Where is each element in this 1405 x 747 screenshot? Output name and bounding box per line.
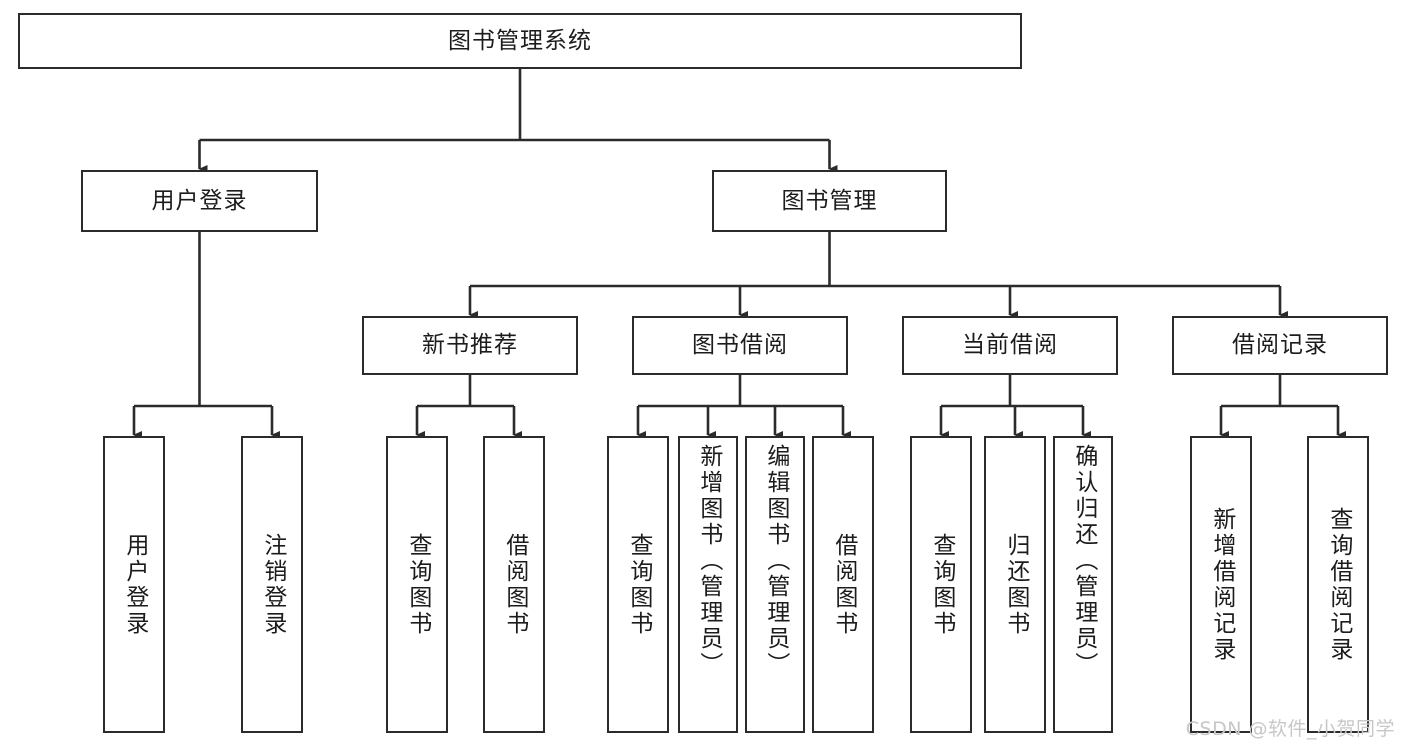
node-label: 新增图书（管理员） — [695, 444, 722, 678]
node-label: 查询图书 — [928, 532, 955, 637]
node-label: 新书推荐 — [422, 332, 518, 358]
node-leaf-borrow-book[interactable]: 借阅图书 — [812, 436, 874, 733]
node-leaf-edit-book[interactable]: 编辑图书（管理员） — [745, 436, 805, 733]
node-label: 注销登录 — [259, 532, 286, 637]
node-leaf-confirm-return[interactable]: 确认归还（管理员） — [1053, 436, 1113, 733]
node-book-manage[interactable]: 图书管理 — [712, 170, 947, 232]
node-label: 当前借阅 — [962, 332, 1058, 358]
node-root[interactable]: 图书管理系统 — [18, 13, 1022, 69]
node-leaf-logout[interactable]: 注销登录 — [241, 436, 303, 733]
node-book-borrow[interactable]: 图书借阅 — [632, 316, 848, 375]
node-label: 借阅记录 — [1232, 332, 1328, 358]
node-leaf-add-record[interactable]: 新增借阅记录 — [1190, 436, 1252, 733]
node-label: 新增借阅记录 — [1208, 506, 1235, 663]
node-leaf-user-login[interactable]: 用户登录 — [103, 436, 165, 733]
node-label: 用户登录 — [121, 532, 148, 637]
node-label: 查询借阅记录 — [1325, 506, 1352, 663]
node-new-book-rec[interactable]: 新书推荐 — [362, 316, 578, 375]
csdn-watermark: CSDN @软件_小贺同学 — [1185, 718, 1395, 740]
node-leaf-return-book[interactable]: 归还图书 — [984, 436, 1046, 733]
node-label: 确认归还（管理员） — [1070, 444, 1097, 678]
node-leaf-query-book-rec[interactable]: 查询图书 — [386, 436, 448, 733]
node-current-borrow[interactable]: 当前借阅 — [902, 316, 1118, 375]
node-label: 用户登录 — [151, 187, 248, 214]
node-leaf-borrow-book-rec[interactable]: 借阅图书 — [483, 436, 545, 733]
node-label: 查询图书 — [404, 532, 431, 637]
node-label: 编辑图书（管理员） — [762, 444, 789, 678]
node-borrow-record[interactable]: 借阅记录 — [1172, 316, 1388, 375]
node-label: 归还图书 — [1002, 532, 1029, 637]
node-label: 图书管理 — [781, 187, 878, 214]
node-leaf-query-book-cur[interactable]: 查询图书 — [910, 436, 972, 733]
node-label: 图书借阅 — [692, 332, 788, 358]
node-label: 图书管理系统 — [448, 27, 592, 54]
node-leaf-query-record[interactable]: 查询借阅记录 — [1307, 436, 1369, 733]
node-leaf-add-book[interactable]: 新增图书（管理员） — [678, 436, 738, 733]
node-label: 借阅图书 — [830, 532, 857, 637]
node-leaf-query-book-borrow[interactable]: 查询图书 — [607, 436, 669, 733]
node-user-login[interactable]: 用户登录 — [81, 170, 318, 232]
node-label: 查询图书 — [625, 532, 652, 637]
node-label: 借阅图书 — [501, 532, 528, 637]
